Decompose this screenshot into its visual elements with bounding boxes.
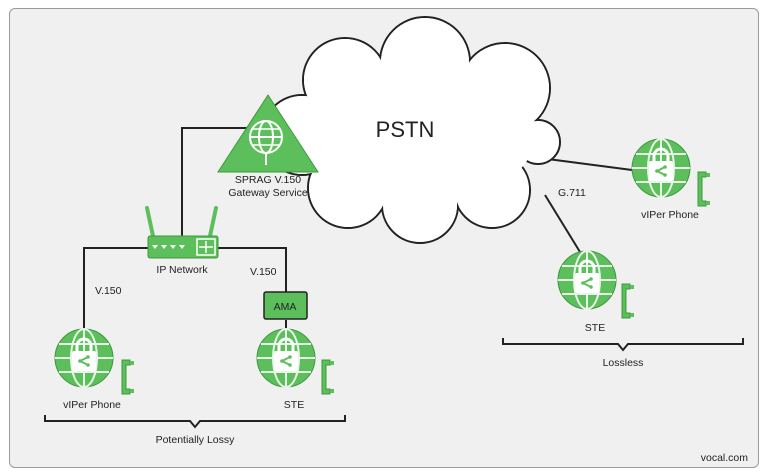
viper-phone-right-icon — [630, 137, 711, 207]
router-icon — [145, 206, 219, 259]
footer-credit: vocal.com — [701, 452, 749, 464]
link-router-ama — [218, 247, 287, 292]
gateway-label-line1: SPRAG V.150 — [235, 174, 301, 186]
pstn-cloud: PSTN — [261, 16, 561, 244]
viper-phone-right-label: vIPer Phone — [641, 209, 699, 221]
gateway-label-line2: Gateway Service — [228, 187, 308, 199]
ste-left-icon — [255, 327, 335, 395]
link-pstn-ste-right — [544, 194, 581, 253]
lossless-group-label: Lossless — [603, 357, 644, 369]
lossless-bracket — [502, 338, 744, 352]
viper-phone-left-icon — [53, 327, 135, 395]
ama-label: AMA — [274, 301, 297, 313]
link-label-right-v150: V.150 — [250, 266, 277, 278]
link-router-viper-left — [83, 247, 150, 330]
lossy-bracket — [44, 415, 346, 429]
viper-phone-left-label: vIPer Phone — [63, 399, 121, 411]
connection-lines — [83, 127, 633, 330]
link-router-gateway — [181, 127, 248, 240]
link-label-g711: G.711 — [558, 187, 586, 199]
ste-right-icon — [556, 249, 635, 319]
lossy-group-label: Potentially Lossy — [156, 434, 236, 446]
ste-left-label: STE — [284, 399, 304, 411]
ama-box: AMA — [263, 291, 308, 320]
link-label-left-v150: V.150 — [95, 285, 122, 297]
link-pstn-viper-right — [539, 157, 633, 171]
router-label: IP Network — [156, 264, 208, 276]
ste-right-label: STE — [585, 322, 605, 334]
pstn-label: PSTN — [376, 117, 435, 142]
gateway-icon — [217, 94, 319, 173]
